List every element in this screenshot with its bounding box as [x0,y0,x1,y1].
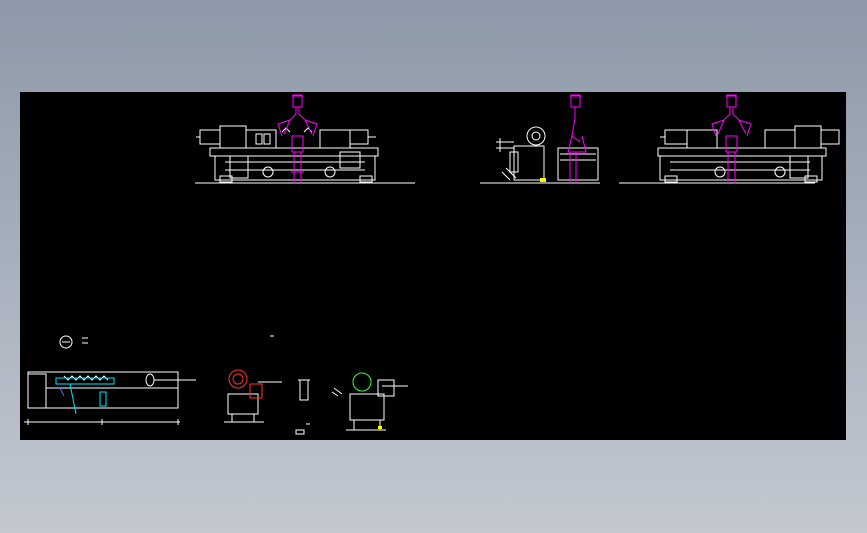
bottom-middle-detail [224,335,310,435]
machine-base [214,155,376,181]
bottom-right-detail [331,379,408,431]
side-elevation-middle [480,126,600,184]
yellow-marker-small [378,426,382,429]
operator-head [292,94,303,108]
small-part [299,379,309,401]
front-elevation-left [195,125,415,184]
cad-viewport[interactable] [20,92,846,440]
detail-circle [59,335,73,349]
operator-head [726,94,737,108]
bottom-left-highlights [55,377,115,415]
bottom-middle-red-parts [228,369,263,399]
front-elevation-right [619,125,840,184]
yellow-marker [540,178,546,182]
operator-figure-middle [567,94,587,184]
bottom-right-green-parts [352,372,372,392]
tailstock [349,129,369,145]
operator-head [570,94,581,108]
cabinet [557,147,599,181]
headstock [219,125,247,149]
motor [199,129,221,145]
bottom-left-section [24,335,196,425]
green-wheel [352,372,372,392]
operator-figure-left [277,94,318,184]
operator-figure-right [711,94,752,184]
red-wheel [228,369,248,389]
cad-drawing [24,94,840,435]
